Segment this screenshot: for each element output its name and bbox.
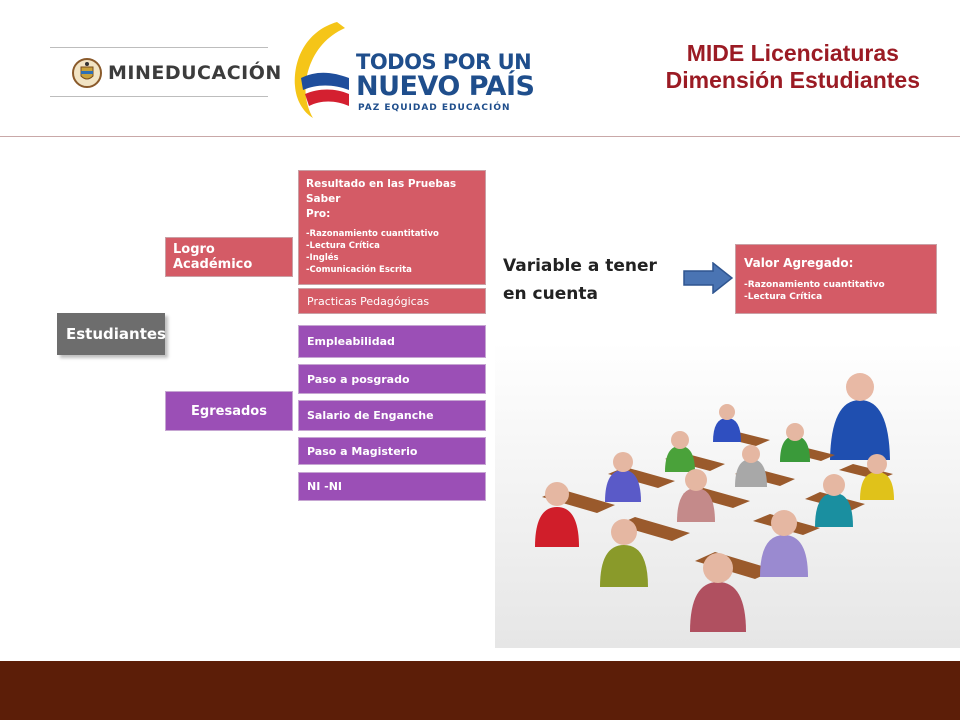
pruebas-item: -Inglés: [306, 253, 339, 263]
variable-caption-line1: Variable a tener: [503, 256, 657, 276]
pruebas-item: -Comunicación Escrita: [306, 265, 412, 275]
pruebas-title-line1: Resultado en las Pruebas Saber: [306, 178, 457, 205]
pruebas-title-line2: Pro:: [306, 208, 331, 220]
node-paso-a-magisterio: Paso a Magisterio: [298, 437, 486, 465]
campaign-logo-icon: [294, 22, 349, 118]
branch-node-logro-academico: Logro Académico: [165, 237, 293, 277]
node-valor-agregado: Valor Agregado: -Razonamiento cuantitati…: [735, 244, 937, 314]
node-salario-de-enganche: Salario de Enganche: [298, 400, 486, 431]
node-pruebas-saber: Resultado en las Pruebas Saber Pro: -Raz…: [298, 170, 486, 285]
node-ni-ni: NI -NI: [298, 472, 486, 501]
variable-caption-line2: en cuenta: [503, 284, 598, 304]
coat-of-arms-icon: [72, 58, 102, 88]
classroom-illustration: [495, 342, 960, 648]
pruebas-list: -Razonamiento cuantitativo -Lectura Crít…: [306, 228, 479, 276]
teacher-figure: [830, 373, 890, 460]
variable-caption: Variable a tener en cuenta: [503, 252, 673, 308]
pruebas-item: -Lectura Crítica: [306, 241, 380, 251]
campaign-logo-line2: NUEVO PAÍS: [356, 71, 535, 102]
branch-node-egresados: Egresados: [165, 391, 293, 431]
slide-title-line1: MIDE Licenciaturas: [686, 40, 899, 66]
campaign-logo-tagline: PAZ EQUIDAD EDUCACIÓN: [358, 103, 511, 113]
pruebas-item: -Razonamiento cuantitativo: [306, 229, 439, 239]
campaign-logo-line1: TODOS POR UN: [356, 50, 532, 74]
valor-agregado-title: Valor Agregado:: [744, 256, 854, 270]
mineducacion-logo: MINEDUCACIÓN: [108, 62, 282, 84]
student-figures: [535, 404, 894, 632]
header-divider: [0, 136, 960, 137]
valor-agregado-item: -Lectura Crítica: [744, 292, 823, 302]
slide-title: MIDE Licenciaturas Dimensión Estudiantes: [666, 40, 920, 94]
footer-bar: [0, 661, 960, 720]
slide-title-line2: Dimensión Estudiantes: [665, 67, 920, 93]
node-empleabilidad: Empleabilidad: [298, 325, 486, 358]
right-arrow-icon: [683, 262, 733, 294]
root-node-estudiantes: Estudiantes: [57, 313, 166, 355]
node-paso-a-posgrado: Paso a posgrado: [298, 364, 486, 394]
node-practicas-pedagogicas: Practicas Pedagógicas: [298, 288, 486, 314]
mineducacion-top-rule: [50, 47, 268, 48]
valor-agregado-item: -Razonamiento cuantitativo: [744, 280, 885, 290]
valor-agregado-list: -Razonamiento cuantitativo -Lectura Crít…: [744, 279, 930, 303]
mineducacion-bottom-rule: [50, 96, 268, 97]
